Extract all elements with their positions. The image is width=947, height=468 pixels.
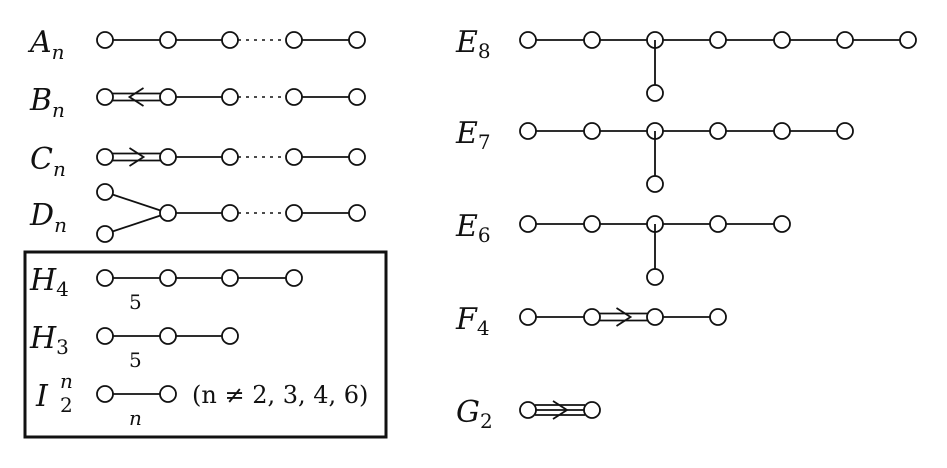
condition-I2: (n ≠ 2, 3, 4, 6) (192, 381, 368, 409)
node (709, 308, 727, 326)
edge (104, 191, 169, 214)
node (709, 31, 727, 49)
label-H4: H4 (29, 263, 69, 301)
node (285, 204, 303, 222)
node (646, 308, 664, 326)
node (773, 122, 791, 140)
edge (104, 212, 169, 235)
node (348, 31, 366, 49)
label-C: Cn (30, 142, 66, 181)
label-F4: F4 (455, 302, 490, 340)
node (583, 31, 601, 49)
label-H3: H3 (29, 321, 69, 359)
label-E6: E6 (455, 209, 491, 247)
node (709, 215, 727, 233)
node (583, 401, 601, 419)
node (646, 175, 664, 193)
node (773, 31, 791, 49)
non-crystallographic-box (23, 250, 388, 439)
node (646, 84, 664, 102)
label-B: Bn (29, 83, 65, 122)
node (836, 31, 854, 49)
node (519, 308, 537, 326)
node (96, 385, 114, 403)
bond-arrow (129, 147, 146, 167)
edge-label-H4: 5 (129, 290, 142, 314)
node (583, 215, 601, 233)
node (583, 308, 601, 326)
node (159, 385, 177, 403)
node (221, 327, 239, 345)
bond-arrow (127, 87, 144, 107)
node (709, 122, 727, 140)
node (96, 88, 114, 106)
node (221, 31, 239, 49)
node (519, 122, 537, 140)
label-E7: E7 (455, 116, 491, 154)
node (519, 401, 537, 419)
node (348, 88, 366, 106)
node (285, 88, 303, 106)
node (96, 269, 114, 287)
label-E8: E8 (455, 25, 491, 63)
node (221, 204, 239, 222)
node (221, 148, 239, 166)
node (221, 88, 239, 106)
node (96, 183, 114, 201)
node (159, 327, 177, 345)
label-I2-sub: 2 (60, 393, 73, 417)
label-I2-sup: n (60, 369, 73, 393)
node (583, 122, 601, 140)
node (773, 215, 791, 233)
node (96, 148, 114, 166)
node (96, 327, 114, 345)
node (159, 148, 177, 166)
bond-arrow (552, 400, 569, 420)
node (96, 31, 114, 49)
node (899, 31, 917, 49)
node (519, 215, 537, 233)
node (836, 122, 854, 140)
node (646, 268, 664, 286)
edge-label-I2: n (129, 406, 142, 430)
edge-label-H3: 5 (129, 348, 142, 372)
node (348, 148, 366, 166)
label-A: An (27, 25, 65, 64)
node (96, 225, 114, 243)
bond-arrow (616, 307, 633, 327)
node (285, 31, 303, 49)
node (159, 88, 177, 106)
node (159, 31, 177, 49)
node (159, 269, 177, 287)
label-G2: G2 (456, 395, 493, 433)
node (221, 269, 239, 287)
node (285, 148, 303, 166)
label-I2: I (35, 379, 49, 414)
node (348, 204, 366, 222)
node (159, 204, 177, 222)
label-D: Dn (29, 198, 67, 237)
node (285, 269, 303, 287)
node (519, 31, 537, 49)
